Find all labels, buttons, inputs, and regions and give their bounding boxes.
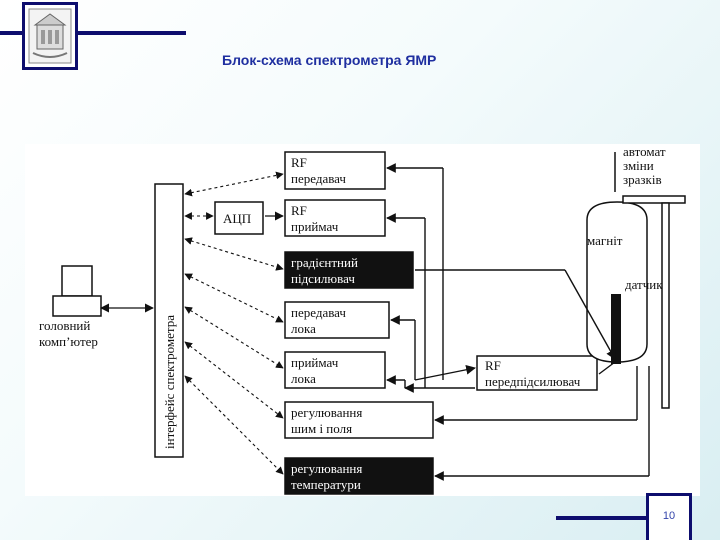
computer-label-1: головний xyxy=(39,318,90,333)
temperature-control-label-2: температури xyxy=(291,477,361,492)
footer-rule xyxy=(556,516,646,520)
shim-control-label-1: регулювання xyxy=(291,405,362,420)
nmr-block-diagram: головний комп’ютер інтерфейс спектрометр… xyxy=(25,144,700,496)
temperature-control-block: регулювання температури xyxy=(284,457,434,495)
lock-receiver-block: приймач лока xyxy=(284,351,386,389)
preamp-label-2: передпідсилювач xyxy=(485,374,581,389)
diagram-canvas: головний комп’ютер інтерфейс спектрометр… xyxy=(39,144,686,495)
rf-transmitter-label-2: передавач xyxy=(291,171,346,186)
computer-label-2: комп’ютер xyxy=(39,334,98,349)
rf-receiver-label-2: приймач xyxy=(291,219,339,234)
gradient-amplifier-block: градієнтний підсилювач xyxy=(284,251,414,289)
gradient-amplifier-label-2: підсилювач xyxy=(291,271,355,286)
main-computer: головний комп’ютер xyxy=(39,265,102,349)
lock-transmitter-label-2: лока xyxy=(291,321,316,336)
rf-receiver-label-1: RF xyxy=(291,203,307,218)
sensor-label: датчик xyxy=(625,277,663,292)
lock-transmitter-label-1: передавач xyxy=(291,305,346,320)
signal-paths xyxy=(386,163,650,481)
rf-transmitter-block: RF передавач xyxy=(284,151,386,190)
temperature-control-label-1: регулювання xyxy=(291,461,362,476)
interface-links xyxy=(184,171,284,475)
probe xyxy=(611,294,621,364)
lock-transmitter-block: передавач лока xyxy=(284,301,390,339)
spectrometer-interface: інтерфейс спектрометра xyxy=(154,183,184,458)
sample-changer-label-1: автомат xyxy=(623,144,666,159)
page-number-box: 10 xyxy=(646,493,692,540)
rf-transmitter-label-1: RF xyxy=(291,155,307,170)
rf-preamplifier-block: RF передпідсилювач xyxy=(476,355,598,391)
magnet-label: магніт xyxy=(587,233,623,248)
adc-label: АЦП xyxy=(223,211,251,226)
lock-receiver-label-2: лока xyxy=(291,371,316,386)
page-number: 10 xyxy=(662,510,676,522)
sample-changer: автомат зміни зразків xyxy=(614,144,686,409)
logo xyxy=(22,2,78,70)
shim-control-label-2: шим і поля xyxy=(291,421,352,436)
shim-control-block: регулювання шим і поля xyxy=(284,401,434,439)
preamp-label-1: RF xyxy=(485,358,501,373)
page-title: Блок-схема спектрометра ЯМР xyxy=(222,52,437,68)
sample-changer-label-3: зразків xyxy=(623,172,662,187)
header-rule-left xyxy=(0,31,22,35)
gradient-amplifier-label-1: градієнтний xyxy=(291,255,358,270)
header-rule-right xyxy=(78,31,186,35)
emblem-icon xyxy=(28,8,72,64)
rf-receiver-block: RF приймач xyxy=(284,199,386,237)
lock-receiver-label-1: приймач xyxy=(291,355,339,370)
sample-changer-label-2: зміни xyxy=(623,158,654,173)
interface-label: інтерфейс спектрометра xyxy=(162,315,177,449)
adc-block: АЦП xyxy=(214,201,264,235)
magnet: магніт xyxy=(586,201,648,363)
